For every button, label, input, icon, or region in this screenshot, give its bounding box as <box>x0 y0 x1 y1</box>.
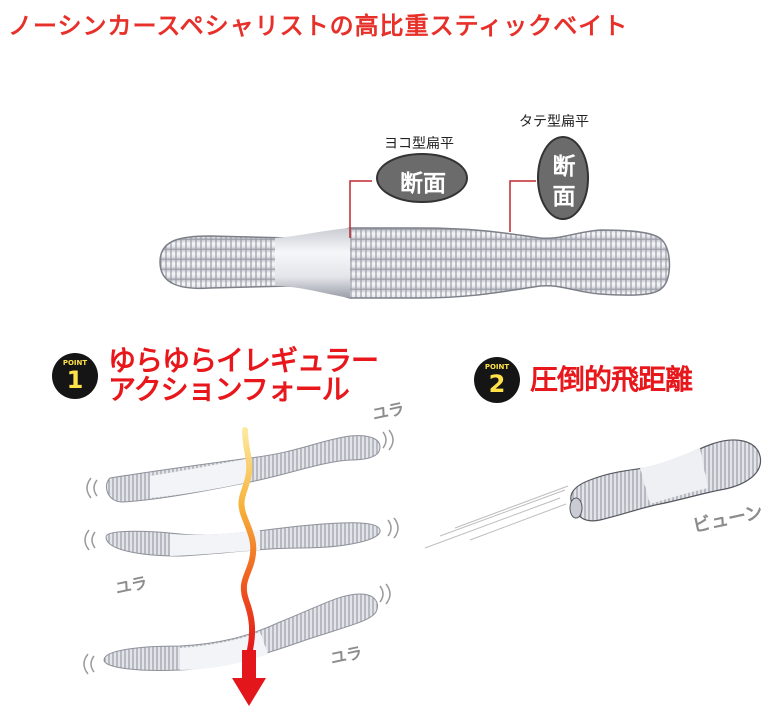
point1-badge-word: POINT <box>62 359 88 367</box>
tate-bubble-text-bottom: 面 <box>552 184 576 210</box>
point1-badge-number: 1 <box>66 366 84 394</box>
vibration-marks <box>83 429 399 675</box>
fall-arrow <box>232 427 266 706</box>
point1-badge: POINT 1 <box>52 353 98 399</box>
yoko-section-ellipse <box>376 153 468 203</box>
point1-title-line1: ゆらゆらイレギュラー <box>108 344 379 377</box>
leader-lines <box>349 180 536 238</box>
speed-lines <box>424 485 569 549</box>
point2-lure <box>569 439 762 522</box>
tate-bubble-text-top: 断 <box>552 154 576 180</box>
point2-badge-number: 2 <box>488 370 506 398</box>
point2-badge: POINT 2 <box>474 357 520 403</box>
point1-lure-2 <box>105 522 381 557</box>
point1-title-line2: アクションフォール <box>108 373 350 406</box>
point2-title: 圧倒的飛距離 <box>530 363 693 396</box>
tate-label: タテ型扁平 <box>519 114 589 130</box>
yoko-label: ヨコ型扁平 <box>384 136 454 152</box>
main-lure <box>159 227 671 299</box>
tate-section-ellipse <box>537 136 589 220</box>
page-heading: ノーシンカースペシャリストの高比重スティックベイト <box>8 12 629 40</box>
yoko-bubble-text: 断面 <box>400 171 446 197</box>
point2-badge-word: POINT <box>484 363 510 371</box>
